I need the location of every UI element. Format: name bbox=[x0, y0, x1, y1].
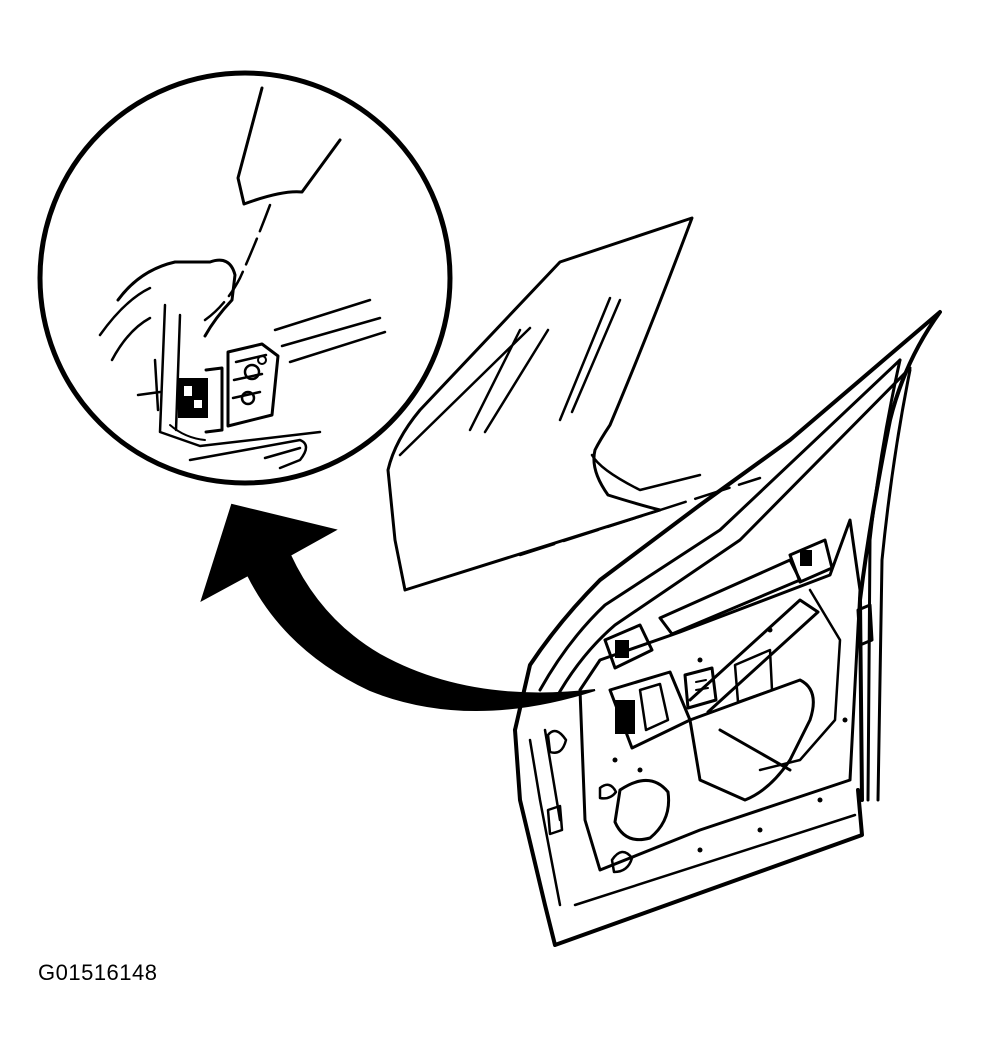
window-glass bbox=[386, 216, 762, 592]
detail-door-panel bbox=[116, 258, 237, 338]
detail-panel-ridge bbox=[98, 286, 152, 362]
front-clamp bbox=[603, 623, 654, 670]
detail-glass-lower-edge bbox=[203, 203, 272, 322]
detail-lower-sill bbox=[188, 438, 308, 470]
lower-clamp bbox=[608, 666, 718, 750]
detail-clamp-bolts bbox=[169, 366, 224, 441]
detail-pointer-arrow bbox=[200, 503, 596, 711]
detail-circle bbox=[37, 70, 453, 486]
detail-glass-edge bbox=[236, 86, 342, 206]
detail-rail-top bbox=[273, 298, 387, 364]
figure-id-label: G01516148 bbox=[38, 960, 158, 985]
detail-slot bbox=[136, 358, 162, 412]
detail-channel bbox=[158, 303, 322, 448]
detail-view bbox=[37, 70, 453, 486]
door-frame bbox=[513, 310, 942, 947]
upper-clamp bbox=[788, 538, 834, 584]
panel-rivets bbox=[612, 627, 848, 853]
detail-clamp-bracket bbox=[226, 342, 280, 428]
